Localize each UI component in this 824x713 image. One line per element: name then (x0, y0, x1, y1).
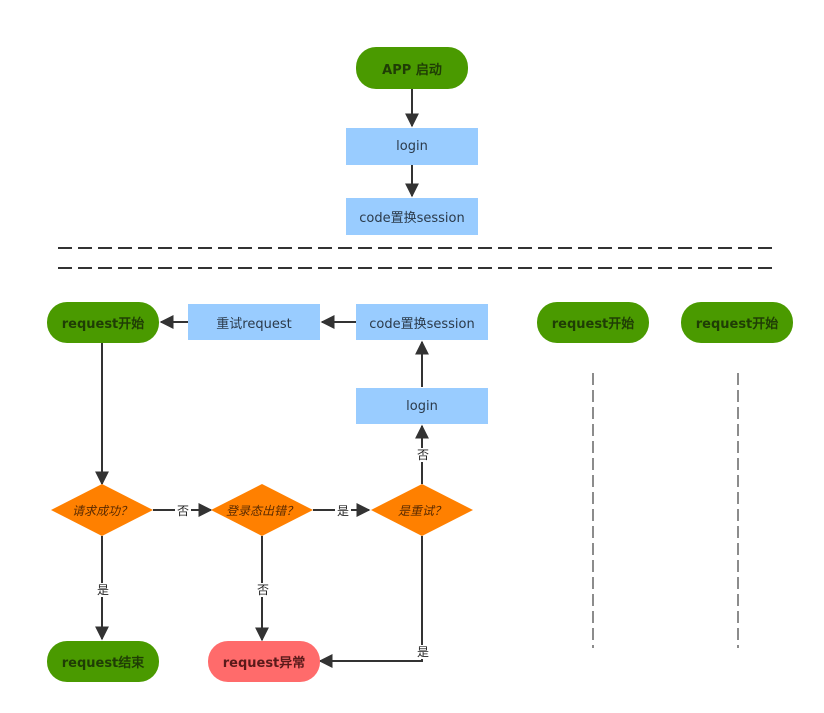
edge-label-yes-expired: 是 (335, 504, 352, 518)
login-top-node: login (346, 128, 478, 165)
edge-label-no-success: 否 (175, 504, 192, 518)
app-start-node: APP 启动 (356, 47, 468, 89)
request-start-lane2-node: request开始 (537, 302, 649, 343)
code-session-top-node: code置换session (346, 198, 478, 235)
request-start-main-node: request开始 (47, 302, 159, 343)
decision-success-label: 请求成功？ (71, 503, 132, 518)
arrow-retry-to-error (318, 536, 423, 668)
decision-success-shape (51, 484, 153, 536)
edge-label-yes-retry: 是 (415, 645, 432, 659)
decision-login-expired-shape (211, 484, 313, 536)
edge-label-no-expired: 否 (255, 583, 272, 597)
retry-request-node: 重试request (188, 304, 320, 340)
edge-label-yes-success: 是 (95, 583, 112, 597)
request-error-node: request异常 (208, 641, 320, 682)
login-mid-node: login (356, 388, 488, 424)
request-end-node: request结束 (47, 641, 159, 682)
decision-retry-label: 是重试？ (397, 503, 446, 518)
decision-retry-shape (371, 484, 473, 536)
request-start-lane3-node: request开始 (681, 302, 793, 343)
decision-login-expired-label: 登录态出错？ (225, 503, 298, 518)
edge-label-no-retry: 否 (415, 448, 432, 462)
code-session-mid-node: code置换session (356, 304, 488, 340)
